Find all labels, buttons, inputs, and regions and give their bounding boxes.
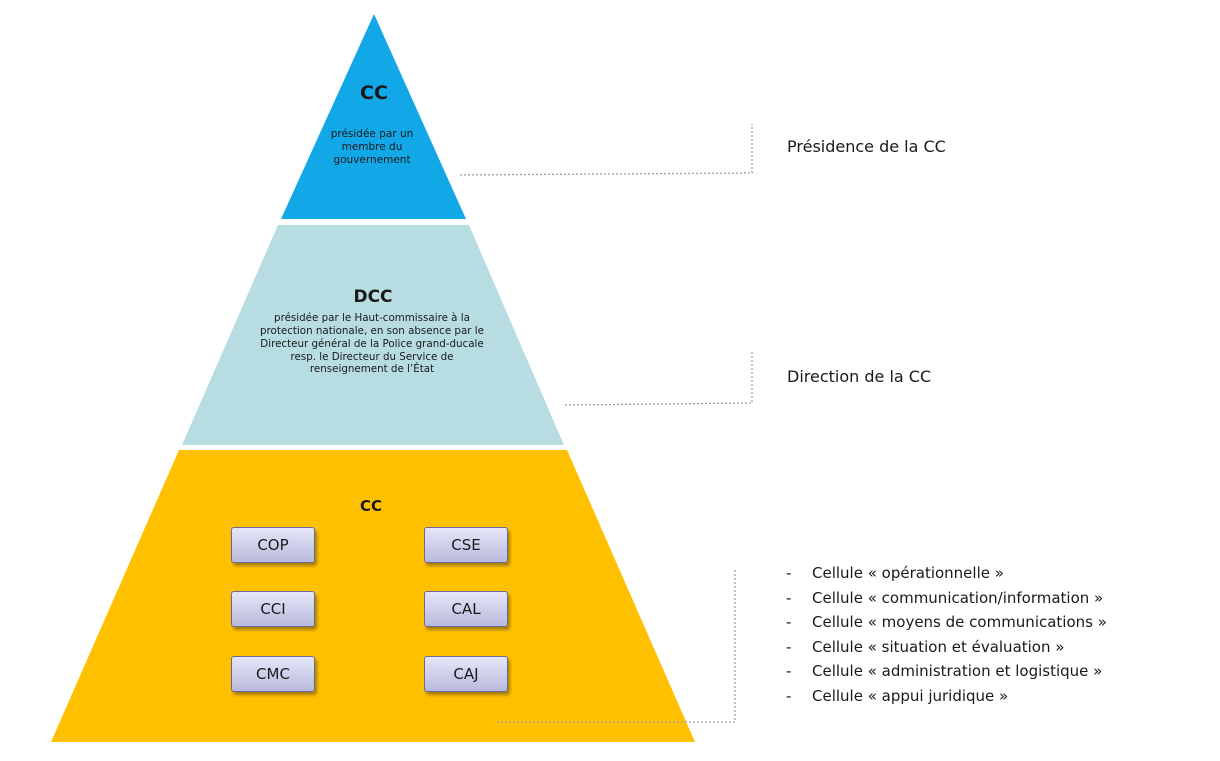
- cell-box-cse: CSE: [424, 527, 508, 563]
- cells-list: - Cellule « opérationnelle » - Cellule « c…: [786, 561, 1107, 708]
- cells-list-item: - Cellule « opérationnelle »: [786, 561, 1107, 586]
- connector-bottom: [497, 568, 736, 723]
- middle-tier-title: DCC: [353, 287, 393, 307]
- presidence-label: Présidence de la CC: [787, 137, 946, 156]
- cell-box-cop: COP: [231, 527, 315, 563]
- cells-list-item-text: Cellule « administration et logistique »: [812, 662, 1103, 680]
- list-marker: -: [786, 564, 792, 582]
- top-tier-title: CC: [360, 82, 388, 104]
- list-marker: -: [786, 637, 792, 656]
- bottom-tier-title: CC: [359, 497, 383, 515]
- list-marker: -: [786, 613, 792, 631]
- middle-tier-description: présidée par le Haut-commissaire à la pr…: [260, 312, 484, 376]
- cells-list-item-text: Cellule « appui juridique »: [812, 686, 1009, 705]
- connector-top: [459, 124, 753, 176]
- top-tier-description: présidée par un membre du gouvernement: [330, 128, 414, 167]
- cells-list-item-text: Cellule « situation et évaluation »: [812, 637, 1065, 656]
- bottom-tier-shape: [51, 450, 695, 742]
- cell-box-cmc: CMC: [231, 656, 315, 692]
- middle-tier-shape: [182, 225, 564, 445]
- cells-list-item: - Cellule « situation et évaluation »: [786, 635, 1107, 660]
- cells-list-item: - Cellule « moyens de communications »: [786, 610, 1107, 635]
- list-marker: -: [786, 662, 792, 680]
- cells-list-item: - Cellule « appui juridique »: [786, 684, 1107, 709]
- list-marker: -: [786, 686, 792, 705]
- cell-box-cci: CCI: [231, 591, 315, 627]
- list-marker: -: [786, 588, 792, 607]
- cell-box-caj: CAJ: [424, 656, 508, 692]
- top-tier-shape: [281, 14, 466, 219]
- cells-list-item-text: Cellule « opérationnelle »: [812, 564, 1004, 582]
- cells-list-item-text: Cellule « communication/information »: [812, 588, 1104, 607]
- cells-list-item: - Cellule « administration et logistique …: [786, 659, 1107, 684]
- direction-label: Direction de la CC: [787, 367, 932, 386]
- cell-box-cal: CAL: [424, 591, 508, 627]
- cells-list-item-text: Cellule « moyens de communications »: [812, 613, 1107, 631]
- cells-list-item: - Cellule « communication/information »: [786, 586, 1107, 611]
- connector-middle: [564, 352, 753, 406]
